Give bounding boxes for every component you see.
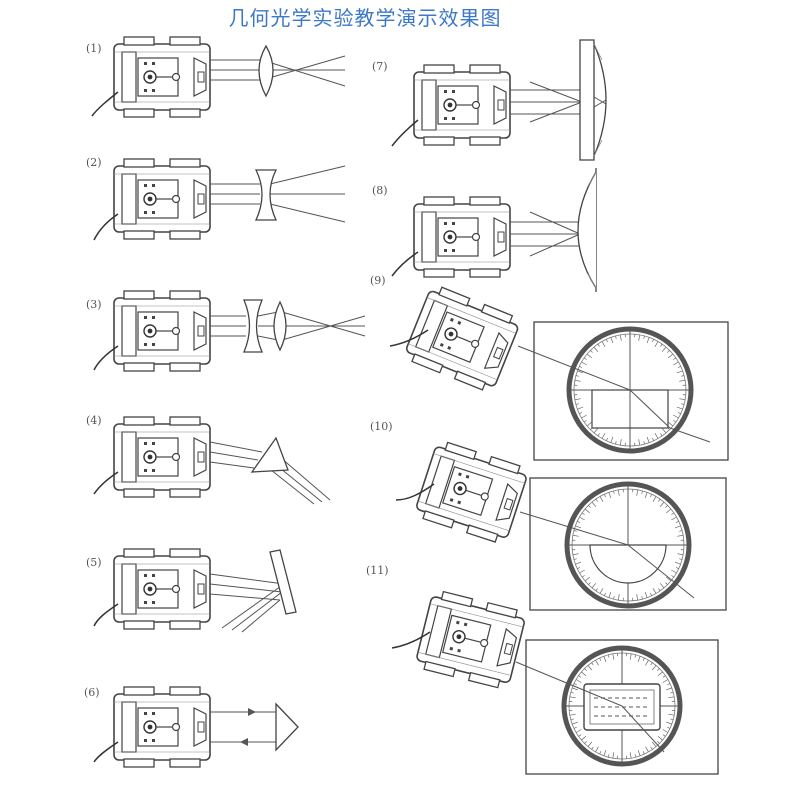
laser-source-7 [391, 64, 511, 147]
label-2: (2) [86, 156, 102, 169]
cable-9 [389, 329, 429, 347]
right-angle-prism-6 [275, 702, 299, 752]
page-title: 几何光学实验教学演示效果图 [228, 6, 502, 30]
beam-arrows-6 [240, 708, 256, 746]
beams-6 [210, 711, 276, 743]
laser-source-9 [401, 282, 523, 395]
concave-lens-2 [254, 169, 278, 221]
beams-5 [209, 573, 285, 633]
label-5: (5) [86, 556, 102, 569]
prism-4 [250, 436, 289, 473]
laser-source-3 [93, 290, 211, 372]
beams-11 [515, 661, 665, 753]
cable-10 [395, 483, 435, 501]
laser-source-8 [391, 196, 511, 278]
laser-source-1 [91, 36, 211, 118]
plano-convex-lens-8 [577, 168, 597, 292]
beams-1 [210, 55, 346, 87]
plane-mirror-5 [269, 549, 297, 615]
beams-10 [519, 511, 695, 599]
laser-source-4 [93, 416, 211, 498]
label-11: (11) [366, 564, 389, 577]
label-9: (9) [370, 274, 386, 287]
convex-lens-1 [258, 44, 274, 98]
protractor-10 [564, 481, 692, 609]
laser-source-5 [93, 548, 211, 630]
label-8: (8) [372, 184, 388, 197]
label-6: (6) [84, 686, 100, 699]
label-1: (1) [86, 42, 102, 55]
beams-3 [210, 311, 366, 341]
cable-11 [391, 631, 431, 649]
label-7: (7) [372, 60, 388, 73]
thick-lens-7 [579, 39, 607, 161]
label-4: (4) [86, 414, 102, 427]
laser-source-6 [93, 686, 211, 768]
label-3: (3) [86, 298, 102, 311]
laser-source-10 [412, 438, 531, 546]
convex-lens-3 [273, 300, 287, 352]
label-10: (10) [370, 420, 393, 433]
concave-lens-3 [243, 299, 263, 353]
beams-8 [510, 211, 581, 257]
laser-source-11 [413, 588, 528, 691]
beams-9 [517, 345, 711, 443]
laser-source-2 [93, 158, 211, 241]
beams-2 [210, 165, 346, 223]
